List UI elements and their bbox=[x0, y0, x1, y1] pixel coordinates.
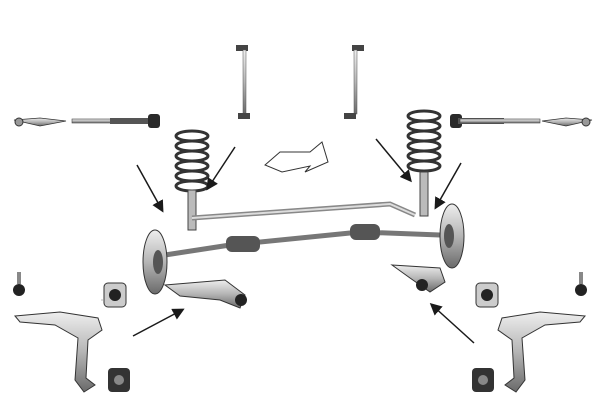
tie-rod-icon bbox=[450, 114, 541, 128]
tie-rod-icon bbox=[71, 114, 160, 128]
control-arm-icon bbox=[163, 279, 247, 309]
bushing-icon bbox=[103, 282, 127, 308]
front-direction-arrow-icon bbox=[264, 141, 329, 173]
stabilizer-link-icon bbox=[344, 45, 364, 119]
tie-rod-end-icon bbox=[13, 117, 67, 127]
stabilizer-link-icon bbox=[236, 45, 250, 119]
bushing-icon bbox=[108, 368, 130, 392]
ball-joint-icon bbox=[575, 272, 587, 296]
drive-shaft-icon bbox=[164, 224, 441, 258]
control-arm-icon bbox=[497, 311, 586, 393]
stabilizer-bar-icon bbox=[191, 201, 417, 221]
bushing-icon bbox=[475, 282, 499, 308]
brake-disc-icon bbox=[439, 203, 465, 269]
tie-rod-end-icon bbox=[541, 117, 593, 127]
control-arm-icon bbox=[14, 311, 103, 393]
control-arm-icon bbox=[390, 264, 446, 293]
coil-spring-icon bbox=[174, 129, 210, 231]
brake-disc-icon bbox=[142, 229, 168, 295]
bushing-icon bbox=[472, 368, 494, 392]
coil-spring-icon bbox=[406, 109, 442, 217]
ball-joint-icon bbox=[13, 272, 25, 296]
pointer-arrows bbox=[132, 138, 475, 344]
